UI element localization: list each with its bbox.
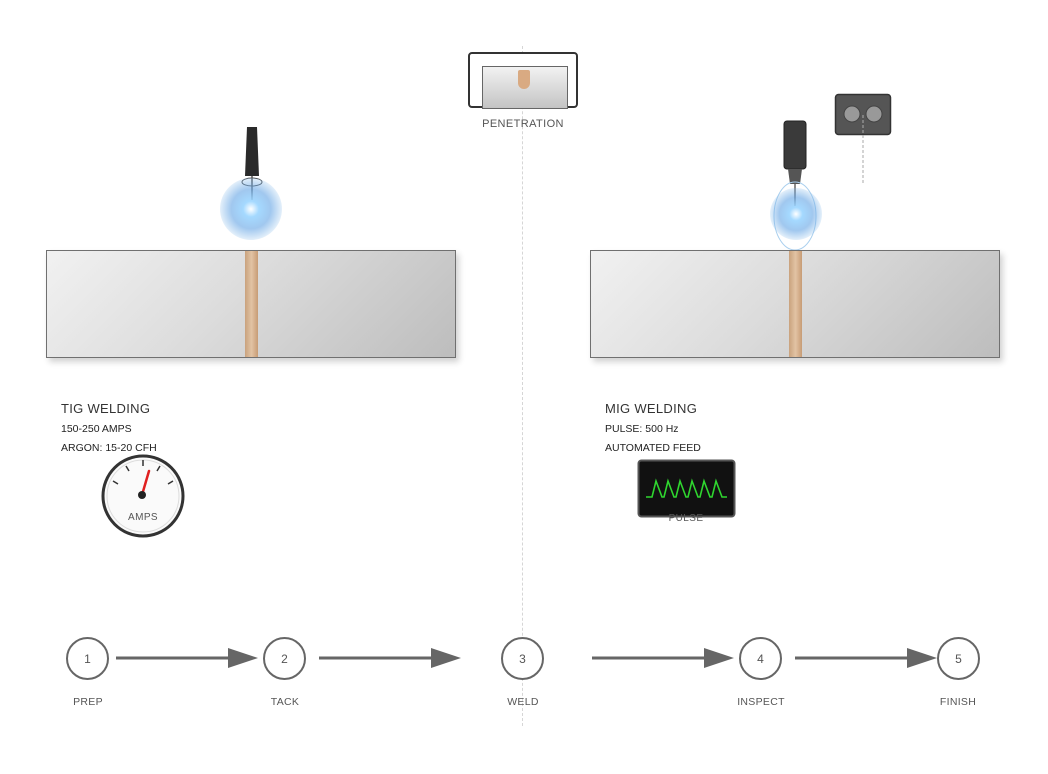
penetration-label: PENETRATION <box>482 118 564 130</box>
tig-title: TIG WELDING <box>61 401 151 416</box>
tig-argon-spec: ARGON: 15-20 CFH <box>61 442 157 454</box>
amps-gauge-icon <box>101 454 185 538</box>
mig-feed-spec: AUTOMATED FEED <box>605 442 701 454</box>
step-5-label: FINISH <box>939 696 977 708</box>
step-2: 2 <box>263 637 306 680</box>
step-5-number: 5 <box>955 651 962 666</box>
step-4-label: INSPECT <box>737 696 785 708</box>
center-divider <box>522 46 523 726</box>
step-3: 3 <box>501 637 544 680</box>
step-4: 4 <box>739 637 782 680</box>
step-2-label: TACK <box>270 696 300 708</box>
pulse-scope-label: PULSE <box>668 513 704 524</box>
tig-weld-seam <box>245 251 258 357</box>
tig-amps-spec: 150-250 AMPS <box>61 423 132 435</box>
mig-workpiece-plate <box>590 250 1000 358</box>
mig-arc-glow <box>770 188 822 240</box>
step-3-label: WELD <box>507 696 539 708</box>
tig-arc-glow <box>220 178 282 240</box>
step-1-label: PREP <box>73 696 103 708</box>
process-flow-arrows <box>116 648 937 668</box>
penetration-sample <box>482 66 568 109</box>
step-3-number: 3 <box>519 651 526 666</box>
wire-feeder-icon <box>834 93 892 183</box>
penetration-bead <box>518 70 530 89</box>
step-5: 5 <box>937 637 980 680</box>
step-1-number: 1 <box>84 651 91 666</box>
amps-gauge-label: AMPS <box>128 512 158 523</box>
step-2-number: 2 <box>281 651 288 666</box>
mig-pulse-spec: PULSE: 500 Hz <box>605 423 679 435</box>
step-4-number: 4 <box>757 651 764 666</box>
penetration-inset <box>468 52 578 109</box>
step-1: 1 <box>66 637 109 680</box>
pulse-scope-icon <box>637 459 736 518</box>
tig-workpiece-plate <box>46 250 456 358</box>
mig-title: MIG WELDING <box>605 401 698 416</box>
mig-weld-seam <box>789 251 802 357</box>
